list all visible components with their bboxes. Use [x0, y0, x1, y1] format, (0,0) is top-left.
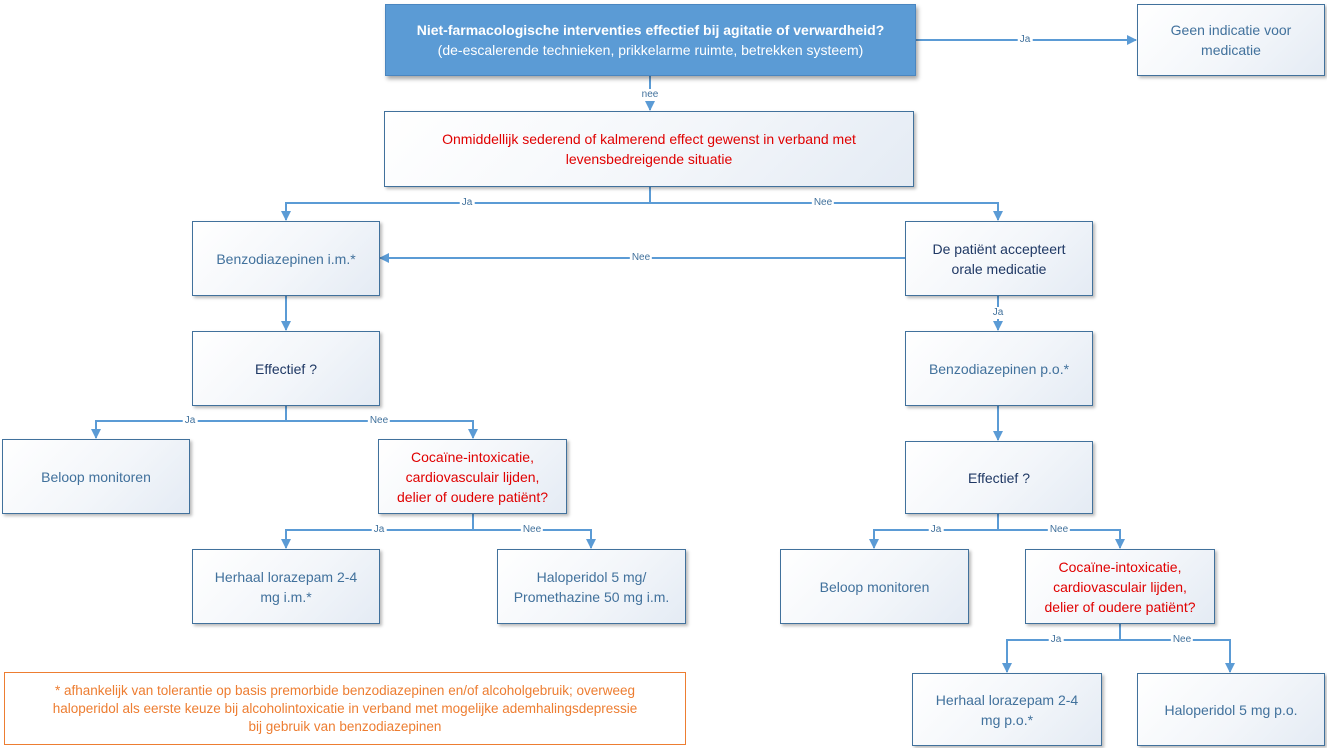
edge-label-oral-ja: Ja: [990, 307, 1006, 319]
edge-label-immediate-ja: Ja: [459, 197, 475, 209]
node-benzodiazepines-po: Benzodiazepinen p.o.*: [905, 331, 1093, 406]
node-text: (de-escalerende technieken, prikkelarme …: [437, 42, 864, 58]
edge-label-immediate-nee: Nee: [811, 197, 835, 209]
node-benzodiazepines-im: Benzodiazepinen i.m.*: [192, 221, 380, 296]
node-text: Niet-farmacologische interventies effect…: [416, 22, 885, 38]
node-text: levensbedreigende situatie: [565, 151, 733, 167]
edge-label-risk-left-ja: Ja: [371, 524, 387, 536]
node-non-pharmacological-effective: Niet-farmacologische interventies effect…: [385, 4, 916, 76]
edge-label-risk-left-nee: Nee: [520, 524, 544, 536]
node-text: Herhaal lorazepam 2-4: [935, 691, 1079, 708]
node-haloperidol-promethazine-im: Haloperidol 5 mg/ Promethazine 50 mg i.m…: [497, 549, 686, 624]
connector-effective-right-to-risk: [998, 529, 1125, 549]
connector-immediate-to-accepts-oral: [650, 202, 1003, 221]
edge-label-risk-right-ja: Ja: [1048, 634, 1064, 646]
connector-effective-left-to-risk: [286, 420, 478, 439]
node-no-medication-indicated: Geen indicatie voor medicatie: [1137, 4, 1325, 76]
edge-label-start-ja: Ja: [1017, 34, 1033, 46]
node-text: delier of oudere patiënt?: [1044, 598, 1196, 615]
edge-label-oral-nee: Nee: [629, 252, 653, 264]
node-text: Haloperidol 5 mg p.o.: [1164, 701, 1298, 718]
node-immediate-sedation: Onmiddellijk sederend of kalmerend effec…: [384, 111, 914, 187]
footnote-text: * afhankelijk van tolerantie op basis pr…: [54, 682, 636, 698]
connector-risk-left-to-haloperidol: [473, 529, 596, 549]
node-effective-right: Effectief ?: [905, 441, 1093, 514]
node-text: Benzodiazepinen i.m.*: [216, 250, 356, 267]
node-text: De patiënt accepteert: [932, 240, 1066, 257]
edge-label-effective-right-nee: Nee: [1047, 524, 1071, 536]
node-repeat-lorazepam-im: Herhaal lorazepam 2-4 mg i.m.*: [192, 549, 380, 624]
node-text: Benzodiazepinen p.o.*: [928, 360, 1070, 377]
edge-label-effective-right-ja: Ja: [928, 524, 944, 536]
node-text: mg i.m.*: [260, 588, 312, 605]
node-repeat-lorazepam-po: Herhaal lorazepam 2-4 mg p.o.*: [912, 673, 1102, 746]
node-monitor-left: Beloop monitoren: [2, 439, 190, 514]
edge-label-effective-left-ja: Ja: [182, 415, 198, 427]
node-text: cardiovasculair lijden,: [1053, 578, 1187, 595]
footnote-text: bij gebruik van benzodiazepinen: [248, 718, 442, 734]
node-text: Effectief ?: [967, 469, 1030, 486]
node-accepts-oral-medication: De patiënt accepteert orale medicatie: [905, 221, 1093, 296]
node-text: delier of oudere patiënt?: [397, 488, 548, 505]
node-text: orale medicatie: [951, 260, 1047, 277]
connector-risk-right-to-lorazepam: [1002, 624, 1121, 673]
node-text: Haloperidol 5 mg/: [536, 568, 647, 585]
node-text: Onmiddellijk sederend of kalmerend effec…: [442, 131, 856, 147]
node-risk-factors-left: Cocaïne-intoxicatie, cardiovasculair lij…: [378, 439, 567, 514]
edge-label-effective-left-nee: Nee: [367, 415, 391, 427]
node-text: Herhaal lorazepam 2-4: [214, 568, 358, 585]
node-text: Beloop monitoren: [41, 468, 151, 485]
node-monitor-right: Beloop monitoren: [780, 549, 969, 624]
node-text: Promethazine 50 mg i.m.: [513, 588, 670, 605]
node-text: mg p.o.*: [980, 711, 1034, 728]
connector-risk-right-to-haloperidol: [1120, 639, 1235, 673]
footnote-text: haloperidol als eerste keuze bij alcohol…: [52, 700, 638, 716]
node-text: Cocaïne-intoxicatie,: [411, 448, 534, 465]
node-text: Geen indicatie voor: [1170, 22, 1292, 38]
node-text: Cocaïne-intoxicatie,: [1058, 558, 1182, 575]
edge-label-risk-right-nee: Nee: [1170, 634, 1194, 646]
node-text: cardiovasculair lijden,: [405, 468, 540, 485]
node-risk-factors-right: Cocaïne-intoxicatie, cardiovasculair lij…: [1025, 549, 1215, 624]
node-haloperidol-po: Haloperidol 5 mg p.o.: [1137, 673, 1325, 746]
node-effective-left: Effectief ?: [192, 331, 380, 406]
node-text: Effectief ?: [254, 360, 317, 377]
node-text: medicatie: [1201, 42, 1261, 58]
edge-label-start-nee: nee: [639, 89, 661, 101]
footnote-box: * afhankelijk van tolerantie op basis pr…: [4, 672, 686, 745]
node-text: Beloop monitoren: [819, 578, 930, 595]
